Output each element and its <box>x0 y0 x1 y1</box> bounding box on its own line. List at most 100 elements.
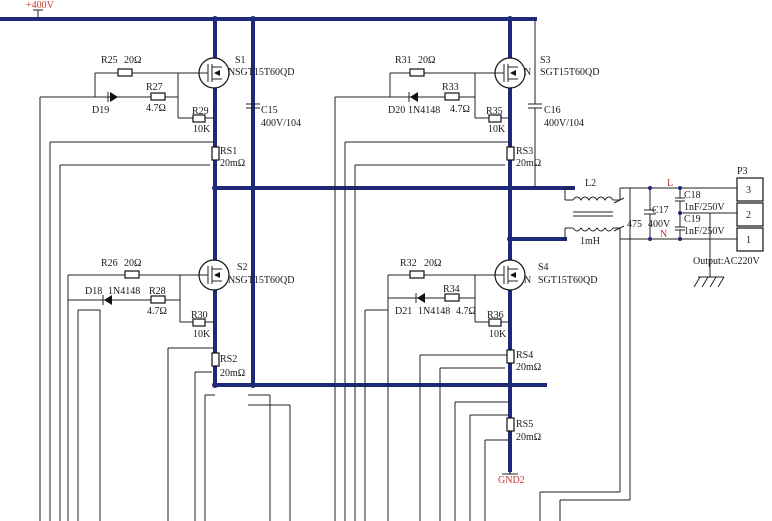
p3-pin-3: 3 <box>746 185 751 196</box>
capacitor-c18: C18 1nF/250V <box>675 188 725 213</box>
r25-ref: R25 <box>101 55 118 66</box>
rs3-ref: RS3 <box>516 146 533 157</box>
c15-ref: C15 <box>261 105 278 116</box>
c16-value: 400V/104 <box>544 118 584 129</box>
d21-part: 1N4148 <box>418 306 450 317</box>
r32-ref: R32 <box>400 258 417 269</box>
ground-gnd2: GND2 <box>498 470 525 486</box>
r25-value: 20Ω <box>124 55 141 66</box>
r32-value: 20Ω <box>424 258 441 269</box>
c18-value: 1nF/250V <box>684 202 725 213</box>
l2-ref: L2 <box>585 178 596 189</box>
r26-ref: R26 <box>101 258 118 269</box>
r27-value: 4.7Ω <box>146 103 166 114</box>
r35-value: 10K <box>488 124 506 135</box>
earth-ground: Output:AC220V <box>693 213 760 288</box>
rs2-ref: RS2 <box>220 354 237 365</box>
d19-ref: D19 <box>92 105 109 116</box>
rs4-value: 20mΩ <box>516 362 541 373</box>
rs4-ref: RS4 <box>516 350 533 361</box>
s2-ref: S2 <box>237 262 248 273</box>
r28-value: 4.7Ω <box>147 306 167 317</box>
d21-ref: D21 <box>395 306 412 317</box>
connector-p3: P3 3 2 1 <box>736 166 764 252</box>
c17-ref: C17 <box>652 205 669 216</box>
gate-drive-s4: R32 20Ω D21 1N4148 R34 4.7Ω R36 10K <box>364 258 510 521</box>
d20-part: 1N4148 <box>408 105 440 116</box>
shunt-rs2: RS2 20mΩ <box>167 347 245 521</box>
r27-ref: R27 <box>146 82 163 93</box>
d20-ref: D20 <box>388 105 405 116</box>
r26-value: 20Ω <box>124 258 141 269</box>
capacitor-c17: C17 475 400V <box>627 188 671 239</box>
capacitor-c19: C19 1nF/250V <box>675 213 725 239</box>
line-n-label: N <box>660 229 667 240</box>
c19-ref: C19 <box>684 214 701 225</box>
bottom-signal-wires <box>99 188 631 521</box>
rs5-value: 20mΩ <box>516 432 541 443</box>
mosfet-s1: S1 N SGT15T60QD <box>178 55 294 89</box>
c15-value: 400V/104 <box>261 118 301 129</box>
r36-ref: R36 <box>487 310 504 321</box>
s1-part: SGT15T60QD <box>235 67 294 78</box>
c18-ref: C18 <box>684 190 701 201</box>
mosfet-s3: S3 N SGT15T60QD <box>475 55 599 89</box>
s4-ref: S4 <box>538 262 549 273</box>
d18-part: 1N4148 <box>108 286 140 297</box>
rs1-value: 20mΩ <box>220 158 245 169</box>
l2-value: 1mH <box>580 236 600 247</box>
shunt-rs1: RS1 20mΩ <box>49 141 245 521</box>
s4-part: SGT15T60QD <box>538 275 597 286</box>
s2-pin: N <box>228 275 235 286</box>
capacitor-c16: C16 400V/104 <box>528 19 584 188</box>
s3-pin: N <box>524 67 531 78</box>
gnd2-label: GND2 <box>498 475 525 486</box>
r30-ref: R30 <box>191 310 208 321</box>
p3-pin-2: 2 <box>746 210 751 221</box>
shunt-rs5: RS5 20mΩ <box>454 401 541 521</box>
c16-ref: C16 <box>544 105 561 116</box>
junction-dots <box>212 16 682 388</box>
c17-value: 475 <box>627 219 642 230</box>
p3-ref: P3 <box>737 166 748 177</box>
r29-value: 10K <box>193 124 211 135</box>
r30-value: 10K <box>193 329 211 340</box>
r31-value: 20Ω <box>418 55 435 66</box>
rs5-ref: RS5 <box>516 419 533 430</box>
s2-part: SGT15T60QD <box>235 275 294 286</box>
s3-ref: S3 <box>540 55 551 66</box>
supply-label: +400V <box>26 0 55 11</box>
p3-pin-1: 1 <box>746 235 751 246</box>
r34-value: 4.7Ω <box>456 306 476 317</box>
r33-ref: R33 <box>442 82 459 93</box>
r29-ref: R29 <box>192 106 209 117</box>
d18-ref: D18 <box>85 286 102 297</box>
gate-drive-s1: R25 20Ω D19 R27 4.7Ω R29 10K <box>39 55 215 521</box>
r28-ref: R28 <box>149 286 166 297</box>
c17-rating: 400V <box>648 219 671 230</box>
r36-value: 10K <box>489 329 507 340</box>
s3-part: SGT15T60QD <box>540 67 599 78</box>
mosfet-s2: S2 N SGT15T60QD <box>180 259 294 291</box>
capacitor-c15: C15 400V/104 <box>246 103 301 129</box>
rs1-ref: RS1 <box>220 146 237 157</box>
gate-drive-s3: R31 20Ω D20 1N4148 R33 4.7Ω R35 10K <box>334 55 510 521</box>
r33-value: 4.7Ω <box>450 104 470 115</box>
r31-ref: R31 <box>395 55 412 66</box>
rs2-value: 20mΩ <box>220 368 245 379</box>
s1-ref: S1 <box>235 55 246 66</box>
shunt-rs3: RS3 20mΩ <box>344 141 541 521</box>
supply-400v-marker: +400V <box>26 0 55 19</box>
output-label: Output:AC220V <box>693 256 760 267</box>
rs3-value: 20mΩ <box>516 158 541 169</box>
s4-pin: N <box>524 275 531 286</box>
inductor-l2: L2 1mH <box>564 178 625 247</box>
c19-value: 1nF/250V <box>684 226 725 237</box>
shunt-rs4: RS4 20mΩ <box>419 349 541 521</box>
mosfet-s4: S4 N SGT15T60QD <box>475 259 597 291</box>
s1-pin: N <box>228 67 235 78</box>
r35-ref: R35 <box>486 106 503 117</box>
r34-ref: R34 <box>443 284 460 295</box>
line-l-label: L <box>667 178 673 189</box>
